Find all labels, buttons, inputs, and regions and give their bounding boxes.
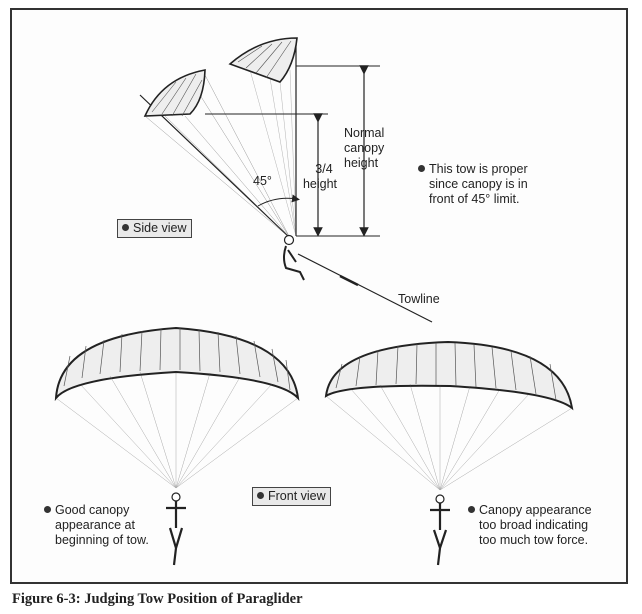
front-view-label: Front view <box>252 487 331 506</box>
figure-caption: Figure 6-3: Judging Tow Position of Para… <box>12 591 303 607</box>
pilot-front-left <box>166 492 186 566</box>
normal-height-line2: canopy <box>344 141 385 155</box>
three-quarter-height-label: 3/4 height <box>303 162 342 192</box>
note-bullet-icon <box>418 165 425 172</box>
note-line3: front of 45° limit. <box>429 192 520 206</box>
good-line3: beginning of tow. <box>55 533 149 547</box>
lower-canopy-side <box>143 69 291 239</box>
three-quarter-line2: height <box>302 177 338 191</box>
broad-canopy-front <box>324 340 574 491</box>
angle-label: 45° <box>253 174 272 188</box>
good-line2: appearance at <box>55 518 135 532</box>
note-line2: since canopy is in <box>429 177 528 191</box>
broad-canopy-note: Canopy appearance too broad indicating t… <box>468 503 592 548</box>
good-canopy-note: Good canopy appearance at beginning of t… <box>44 503 149 548</box>
broad-line3: too much tow force. <box>479 533 589 547</box>
forty-five-degree-line <box>139 94 291 239</box>
upper-canopy-side <box>228 37 298 237</box>
broad-note-bullet-icon <box>468 506 475 513</box>
three-quarter-line1: 3/4 <box>315 162 333 176</box>
normal-height-label: Normal canopy height <box>344 126 384 171</box>
side-view-bullet-icon <box>122 224 129 231</box>
normal-height-line3: height <box>344 156 379 170</box>
good-note-bullet-icon <box>44 506 51 513</box>
broad-line2: too broad indicating <box>479 518 589 532</box>
side-view-label-text: Side view <box>133 221 187 235</box>
towline <box>297 253 433 323</box>
pilot-side <box>283 234 305 281</box>
normal-height-line1: Normal <box>344 126 385 140</box>
towline-weak-link <box>339 274 359 287</box>
towline-label: Towline <box>398 292 440 306</box>
note-line1: This tow is proper <box>429 162 528 176</box>
side-view-note: This tow is proper since canopy is in fr… <box>418 162 528 207</box>
broad-line1: Canopy appearance <box>479 503 592 517</box>
side-view-label: Side view <box>117 219 192 238</box>
good-canopy-front <box>54 326 300 489</box>
front-view-label-text: Front view <box>268 489 326 503</box>
good-line1: Good canopy <box>55 503 130 517</box>
pilot-front-right <box>430 494 450 566</box>
front-view-bullet-icon <box>257 492 264 499</box>
